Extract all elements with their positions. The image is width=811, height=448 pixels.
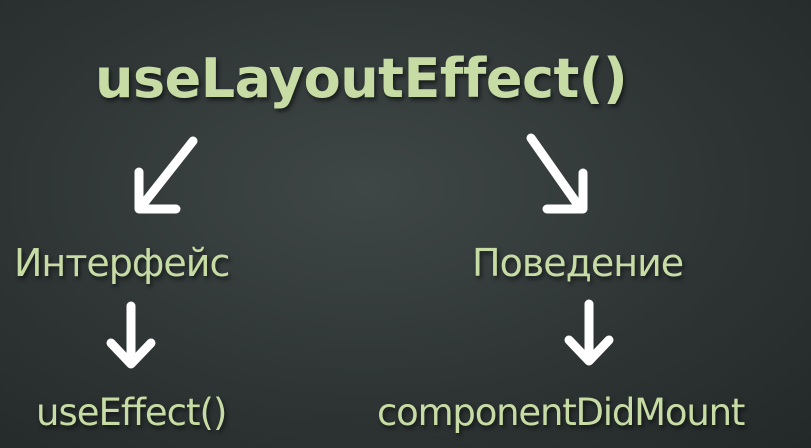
arrow-down-left-icon	[134, 136, 198, 214]
branch-label-behavior: Поведение	[472, 241, 684, 285]
branch-label-interface: Интерфейс	[14, 241, 230, 285]
arrow-down-right-icon	[526, 133, 588, 214]
branch-result-componentdidmount: componentDidMount	[377, 391, 745, 434]
arrow-down-icon	[564, 299, 614, 366]
arrow-down-icon	[106, 301, 156, 369]
diagram-title: useLayoutEffect()	[95, 47, 628, 110]
branch-result-useeffect: useEffect()	[36, 391, 227, 434]
